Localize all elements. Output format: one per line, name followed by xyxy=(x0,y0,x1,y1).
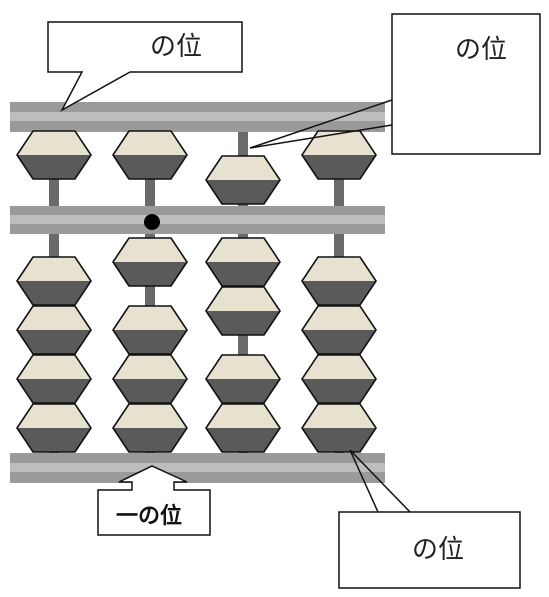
abacus-beads xyxy=(16,130,377,453)
earth-bead-col-4-2 xyxy=(301,305,377,355)
abacus-rods xyxy=(49,128,344,458)
top-frame-bar xyxy=(10,102,385,132)
earth-bead-col-3-2 xyxy=(205,286,281,336)
heaven-bead-col-3 xyxy=(205,155,281,205)
earth-bead-col-3-1 xyxy=(205,237,281,287)
callout-bottom-right-label: の位 xyxy=(412,535,464,565)
callout-bottom-right: の位 xyxy=(338,449,521,589)
rod-2 xyxy=(145,128,155,458)
earth-bead-col-1-4 xyxy=(16,403,92,453)
earth-bead-col-3-4 xyxy=(205,403,281,453)
earth-bead-col-4-1 xyxy=(301,256,377,306)
callout-top-left: の位 xyxy=(47,21,243,112)
callout-ones-place-label: 一の位 xyxy=(116,503,182,529)
earth-bead-col-1-2 xyxy=(16,305,92,355)
heaven-bead-col-1 xyxy=(16,130,92,180)
earth-bead-col-2-3 xyxy=(112,354,188,404)
earth-bead-col-2-1 xyxy=(112,237,188,287)
bottom-frame-bar xyxy=(10,453,385,483)
earth-bead-col-4-4 xyxy=(301,403,377,453)
middle-beam xyxy=(10,206,385,234)
earth-bead-col-1-1 xyxy=(16,256,92,306)
earth-bead-col-1-3 xyxy=(16,354,92,404)
earth-bead-col-2-2 xyxy=(112,305,188,355)
unit-point-marker xyxy=(144,214,160,230)
earth-bead-col-4-3 xyxy=(301,354,377,404)
callout-ones-place: 一の位 xyxy=(97,465,211,536)
callout-top-right-label: の位 xyxy=(455,35,507,65)
earth-bead-col-2-4 xyxy=(112,403,188,453)
callout-top-right: の位 xyxy=(249,13,541,155)
earth-bead-col-3-3 xyxy=(205,354,281,404)
callout-top-left-label: の位 xyxy=(150,32,202,62)
heaven-bead-col-2 xyxy=(112,130,188,180)
